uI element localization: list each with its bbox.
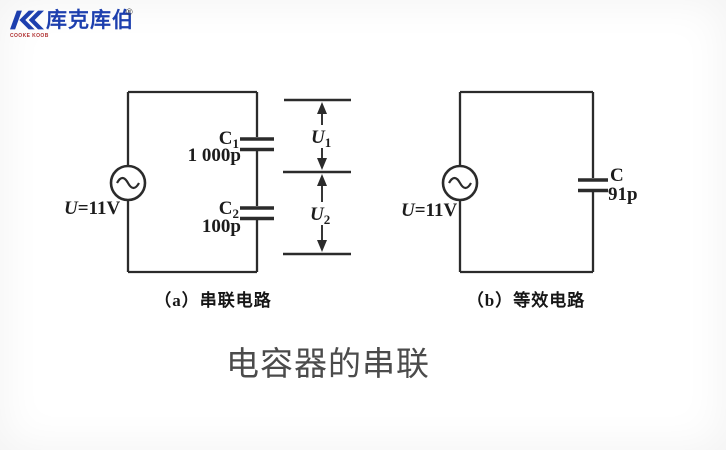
c-symbol-label: C xyxy=(610,165,624,186)
capacitor-c xyxy=(578,178,608,193)
c2-symbol-label: C2 xyxy=(219,198,239,221)
c1-symbol-label: C1 xyxy=(219,128,239,151)
u1-arrowhead-up xyxy=(317,102,327,114)
source-voltage-label-a: U=11V xyxy=(64,198,121,219)
c2-value-label: 100p xyxy=(202,216,241,237)
u1-label: U1 xyxy=(311,127,331,150)
brand-logo-subtext: COOKE KOOB xyxy=(10,33,49,39)
u2-arrowhead-down xyxy=(317,240,327,252)
u1-label-backing xyxy=(308,125,337,148)
registered-trademark-icon: ® xyxy=(126,7,133,17)
u1-arrowhead-down xyxy=(317,158,327,170)
capacitor-c2 xyxy=(240,206,274,221)
c-value-label: 91p xyxy=(608,184,638,205)
caption-series-circuit: （a）串联电路 xyxy=(154,291,272,310)
c1-value-label: 1 000p xyxy=(188,145,241,166)
caption-equivalent-circuit: （b）等效电路 xyxy=(466,291,586,310)
circuit-a xyxy=(109,90,274,274)
u2-label-backing xyxy=(307,202,336,225)
brand-name: 库克库伯 xyxy=(46,9,134,32)
capacitor-c1 xyxy=(240,137,274,152)
voltage-ruler-a xyxy=(283,98,351,256)
sine-wave-icon xyxy=(448,176,472,190)
u2-label: U2 xyxy=(310,204,330,227)
sine-wave-icon xyxy=(116,176,140,190)
brand-logo-icon xyxy=(10,10,44,30)
circuit-b xyxy=(441,90,608,274)
page-title: 电容器的串联 xyxy=(226,345,430,382)
u2-arrowhead-up xyxy=(317,174,327,186)
source-voltage-label-b: U=11V xyxy=(401,200,458,221)
